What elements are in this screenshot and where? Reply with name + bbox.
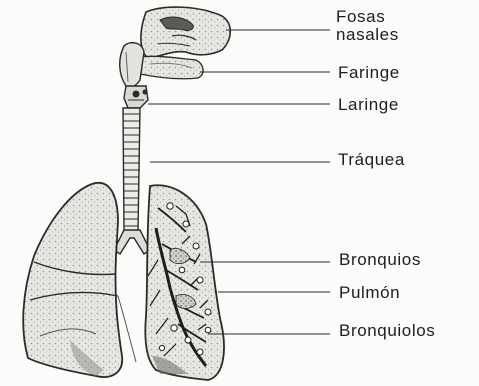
label-fosas-nasales-line2: nasales: [336, 26, 399, 44]
label-pulmon: Pulmón: [339, 284, 400, 302]
larynx-drawing: [124, 86, 148, 108]
label-laringe: Laringe: [338, 96, 399, 114]
bronchi-drawing: [114, 230, 150, 254]
left-lung-drawing: [145, 185, 224, 380]
label-bronquios: Bronquios: [339, 251, 421, 269]
trachea-drawing: [123, 108, 140, 232]
label-bronquiolos: Bronquiolos: [339, 322, 435, 340]
label-traquea: Tráquea: [338, 151, 405, 169]
label-fosas-nasales-line1: Fosas: [336, 8, 399, 26]
nasal-cavity-drawing: [136, 7, 230, 79]
right-lung-drawing: [23, 183, 122, 377]
pharynx-drawing: [120, 43, 144, 88]
label-faringe: Faringe: [338, 64, 400, 82]
label-fosas-nasales: Fosas nasales: [336, 8, 399, 44]
